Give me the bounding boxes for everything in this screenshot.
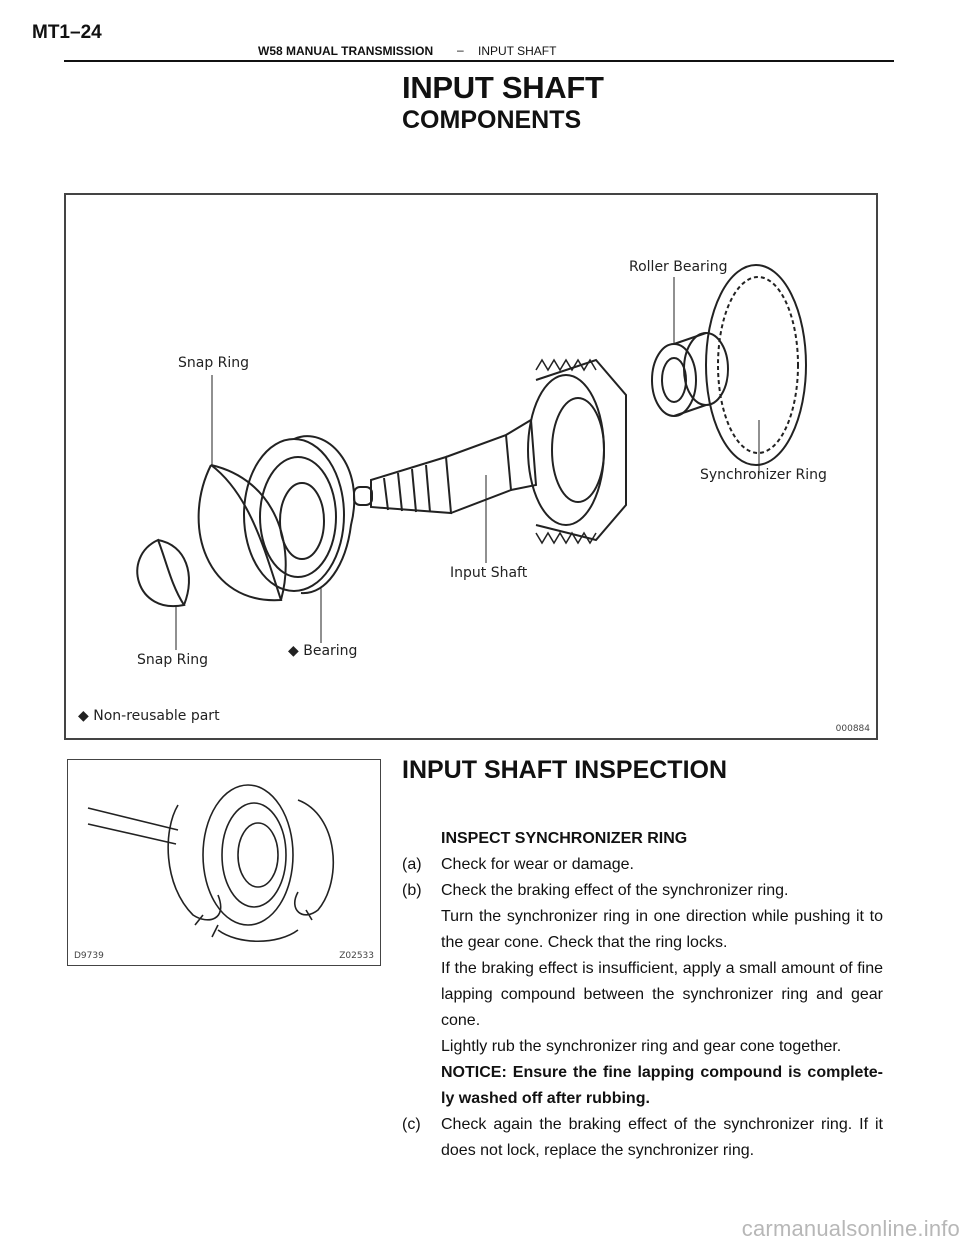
label-snap-ring-top: Snap Ring: [178, 355, 250, 371]
step-c-text: Check again the braking effect of the sy…: [441, 1116, 883, 1159]
step-a: (a) Check for wear or damage.: [402, 852, 882, 878]
label-bearing: ◆ Bearing: [288, 643, 357, 659]
label-snap-ring-bottom: Snap Ring: [137, 652, 209, 668]
step-b-detail-3: Lightly rub the synchronizer ring and ge…: [441, 1038, 842, 1055]
roller-bearing-shape: [651, 332, 729, 417]
bearing-shape: [243, 438, 345, 592]
header-rule: [64, 60, 894, 62]
figure1-code: 000884: [835, 724, 870, 734]
legend-text: Non-reusable part: [93, 708, 220, 724]
synchronizer-check-illustration: [87, 784, 335, 943]
page-title: INPUT SHAFT: [402, 70, 604, 105]
input-shaft-shape: [353, 358, 627, 542]
label-bearing-text: Bearing: [303, 643, 358, 659]
small-snap-ring: [136, 538, 186, 608]
components-figure: Roller Bearing Snap Ring Synchronizer Ri…: [64, 193, 878, 740]
page-code: MT1–24: [32, 22, 102, 43]
step-b-text: Check the braking effect of the synchron…: [441, 882, 789, 899]
figure2-code-left: D9739: [74, 951, 104, 961]
figure2-code-right: Z02533: [339, 951, 374, 961]
header-separator: –: [457, 43, 464, 57]
synchronizer-ring-shape: [705, 264, 807, 466]
section-title: W58 MANUAL TRANSMISSION: [258, 44, 434, 58]
page-subtitle: COMPONENTS: [402, 106, 582, 134]
step-b-detail-1: Turn the synchronizer ring in one direct…: [441, 908, 883, 951]
watermark: carmanualsonline.info: [741, 1216, 960, 1241]
step-b-notice: NOTICE: Ensure the fine lapping compound…: [441, 1064, 883, 1107]
step-c-label: (c): [402, 1116, 421, 1133]
inspection-title: INPUT SHAFT INSPECTION: [402, 756, 728, 784]
step-b: (b) Check the braking effect of the sync…: [402, 878, 882, 904]
step-b-label: (b): [402, 882, 422, 899]
components-illustration: [136, 264, 807, 650]
subsection-title: INPUT SHAFT: [478, 44, 557, 58]
step-heading: INSPECT SYNCHRONIZER RING: [441, 830, 688, 847]
step-a-label: (a): [402, 856, 422, 873]
label-roller-bearing: Roller Bearing: [629, 259, 728, 275]
synchronizer-check-figure: D9739 Z02533: [67, 759, 381, 966]
diamond-icon: ◆: [78, 708, 89, 724]
diamond-icon: ◆: [288, 643, 299, 659]
step-c: (c) Check again the braking effect of th…: [402, 1112, 883, 1164]
step-b-detail-2: If the braking effect is insufficient, a…: [441, 960, 883, 1029]
label-input-shaft: Input Shaft: [450, 565, 528, 581]
label-synchronizer-ring: Synchronizer Ring: [700, 467, 827, 483]
step-a-text: Check for wear or damage.: [441, 856, 634, 873]
legend-nonreusable: ◆ Non-reusable part: [78, 708, 220, 724]
